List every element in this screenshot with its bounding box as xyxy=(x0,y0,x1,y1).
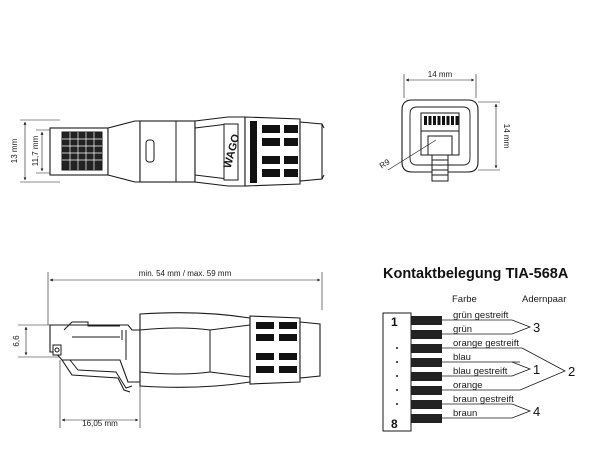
dim-height-6-6: 6,6 xyxy=(12,335,21,347)
wire-label: grün gestreift xyxy=(453,310,509,321)
front-view xyxy=(387,74,500,182)
wire-label: braun gestreift xyxy=(453,394,514,405)
wire-label: blau gestreift xyxy=(453,366,508,377)
dim-radius-r9: R9 xyxy=(378,157,392,170)
pin-block xyxy=(382,312,442,432)
wire-label: orange xyxy=(453,380,483,391)
pair-number: 4 xyxy=(533,404,540,419)
dim-height-11-7: 11,7 mm xyxy=(31,135,40,166)
top-view xyxy=(20,116,325,187)
wire-lines xyxy=(442,319,566,419)
wire-label: orange gestreift xyxy=(453,338,519,349)
dim-offset-16-05: 16,05 mm xyxy=(82,419,118,428)
wire-label: braun xyxy=(453,408,477,419)
pinout-title: Kontaktbelegung TIA-568A xyxy=(383,266,569,282)
side-view xyxy=(18,272,323,428)
wire-label: grün xyxy=(453,324,472,335)
dim-length: min. 54 mm / max. 59 mm xyxy=(139,269,232,278)
pair-number: 3 xyxy=(533,320,540,335)
dim-height-13: 13 mm xyxy=(10,138,19,163)
pair-number: 1 xyxy=(533,362,540,377)
wire-labels: grün gestreift grün orange gestreift bla… xyxy=(453,310,519,419)
pair-number: 2 xyxy=(568,364,575,379)
col-pair-header: Adernpaar xyxy=(522,294,566,305)
pin-number-last: 8 xyxy=(391,417,398,431)
col-color-header: Farbe xyxy=(452,294,477,305)
dim-height-14: 14 mm xyxy=(502,124,511,149)
wire-label: blau xyxy=(453,352,471,363)
dim-width-14: 14 mm xyxy=(428,70,453,79)
pin-number-first: 1 xyxy=(391,315,398,329)
